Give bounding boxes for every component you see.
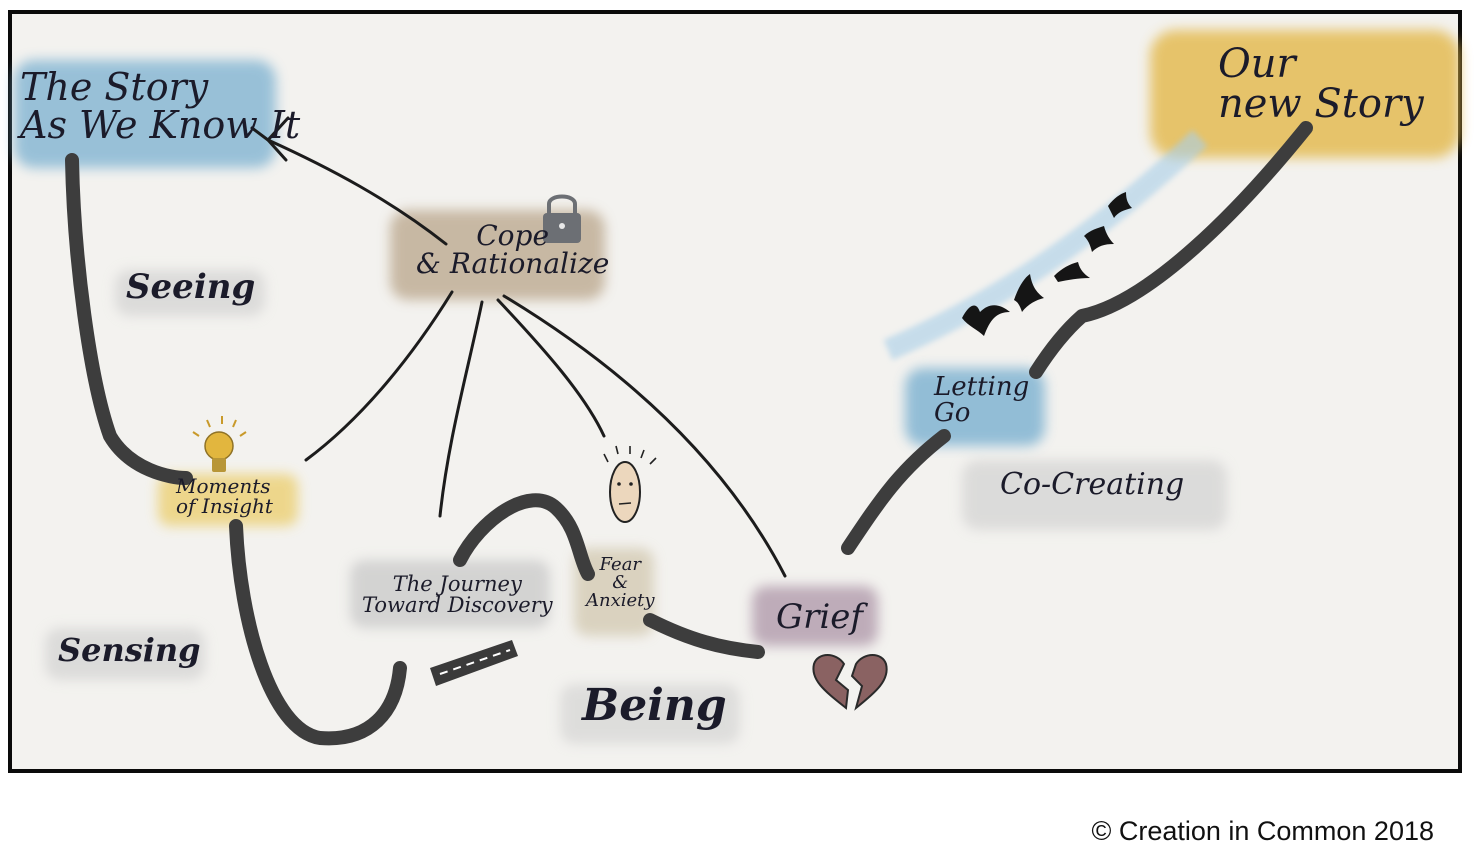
wash-story-old bbox=[14, 60, 276, 168]
path-hill bbox=[453, 493, 595, 581]
copyright-notice: © Creation in Common 2018 bbox=[1091, 816, 1434, 846]
wash-grief bbox=[752, 586, 878, 646]
arrow-icon bbox=[250, 116, 290, 162]
wash-story-new bbox=[1150, 30, 1460, 158]
wash-journey bbox=[350, 560, 550, 628]
wash-fear bbox=[574, 548, 654, 636]
wash-insight bbox=[158, 474, 298, 526]
lock-icon bbox=[543, 194, 581, 243]
bird-icon bbox=[962, 192, 1132, 336]
wash-seeing bbox=[115, 270, 265, 316]
broken-heart-icon bbox=[812, 654, 888, 711]
path-descent bbox=[65, 153, 193, 485]
path-rise bbox=[1029, 121, 1313, 379]
line-cope-to-story bbox=[266, 138, 448, 246]
lightbulb-icon bbox=[192, 416, 247, 472]
path-ascent bbox=[841, 429, 951, 555]
wash-being bbox=[560, 684, 740, 744]
anxious-face-icon bbox=[603, 445, 657, 523]
wash-cocreating bbox=[962, 460, 1227, 530]
line-cope-to-fear bbox=[496, 298, 606, 438]
line-cope-to-grief bbox=[502, 294, 787, 578]
path-dip bbox=[643, 613, 765, 659]
wash-sky-streak bbox=[883, 129, 1208, 361]
path-valley bbox=[229, 519, 407, 746]
road-icon bbox=[430, 640, 518, 686]
journey-path bbox=[65, 121, 1313, 746]
line-cope-to-journey bbox=[438, 300, 484, 518]
line-cope-to-insight bbox=[304, 290, 454, 462]
connector-lines bbox=[266, 138, 787, 578]
wash-sensing bbox=[45, 628, 205, 680]
wash-letting-go bbox=[905, 368, 1045, 446]
